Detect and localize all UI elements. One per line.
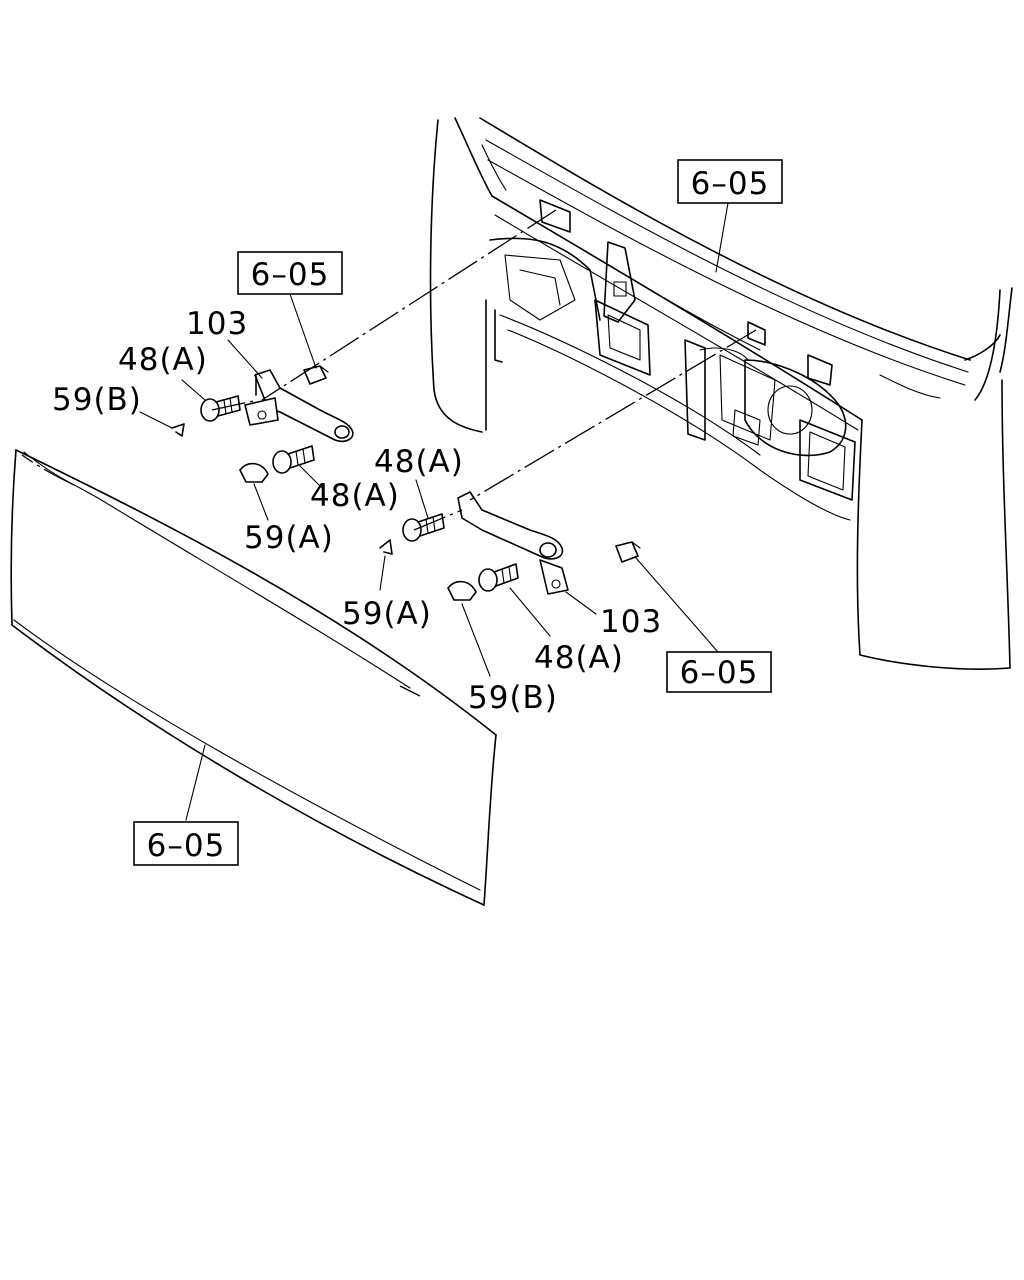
left-cap-59a (239, 462, 269, 483)
ref-box-bottom-left: 6–05 (133, 821, 239, 866)
left-bolt-top (200, 395, 241, 422)
svg-text:6–05: 6–05 (251, 257, 330, 293)
label-59b-left: 59(B) (52, 382, 142, 418)
assembly-center-lines (21, 209, 757, 697)
ref-box-mid-right: 6–05 (666, 651, 772, 693)
label-48a-right-top: 48(A) (374, 444, 464, 480)
right-bolt-bottom (478, 563, 519, 592)
ref-box-top-right: 6–05 (677, 159, 783, 204)
left-bolt-bottom (272, 445, 315, 474)
label-103-right: 103 (600, 604, 662, 640)
leader-lines (139, 202, 729, 821)
svg-text:6–05: 6–05 (147, 828, 226, 864)
label-48a-left-top: 48(A) (118, 342, 208, 378)
label-59a-left: 59(A) (244, 520, 334, 556)
svg-text:6–05: 6–05 (691, 166, 770, 202)
left-clip-59b (171, 423, 185, 437)
svg-text:6–05: 6–05 (680, 655, 759, 691)
right-hinge-bracket (457, 491, 569, 595)
front-grille-panel (10, 449, 497, 906)
ref-box-top-left: 6–05 (237, 251, 343, 295)
right-nut-6-05 (615, 541, 641, 563)
label-48a-right-bottom: 48(A) (534, 640, 624, 676)
label-59a-right: 59(A) (342, 596, 432, 632)
label-48a-left-bottom: 48(A) (310, 478, 400, 514)
label-59b-right: 59(B) (468, 680, 558, 716)
right-bolt-top (402, 513, 445, 542)
left-nut-6-05 (303, 365, 329, 385)
right-clip-59a (379, 539, 393, 555)
label-103-left: 103 (186, 306, 248, 342)
right-cap-59b (447, 580, 477, 601)
left-hinge-bracket (244, 369, 354, 443)
